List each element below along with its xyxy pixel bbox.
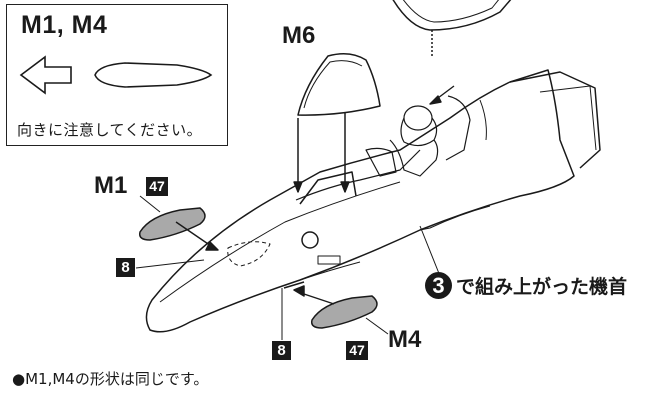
assembly-arrows <box>293 85 455 193</box>
m1-code-badge: 47 <box>146 177 168 196</box>
m4-label: M4 <box>388 326 422 353</box>
shape-note-caption: ●M1,M4の形状は同じです。 <box>12 370 209 388</box>
m1-label: M1 <box>94 172 128 199</box>
canopy-part <box>392 0 512 58</box>
step-text: で組み上がった機首 <box>456 276 628 298</box>
m4-part <box>293 285 378 329</box>
m4-code-badge: 47 <box>346 341 368 360</box>
m6-label: M6 <box>282 22 316 49</box>
m1-part <box>138 207 219 251</box>
orientation-note: 向きに注意してください。 <box>17 121 203 139</box>
left-arrow-icon <box>19 55 72 95</box>
step-number-badge: 3 <box>425 272 452 299</box>
orientation-callout: M1, M4 向きに注意してください。 <box>6 4 228 146</box>
pilot-figure <box>365 95 471 177</box>
canopy-part-outline-icon <box>94 62 213 88</box>
leader-lines <box>135 195 441 340</box>
part-8-upper-badge: 8 <box>116 258 135 277</box>
m6-windscreen-part <box>297 53 381 192</box>
callout-title: M1, M4 <box>21 11 108 39</box>
fuselage-nose <box>145 69 601 333</box>
part-8-lower-badge: 8 <box>272 341 291 360</box>
callout-graphics <box>19 55 213 95</box>
